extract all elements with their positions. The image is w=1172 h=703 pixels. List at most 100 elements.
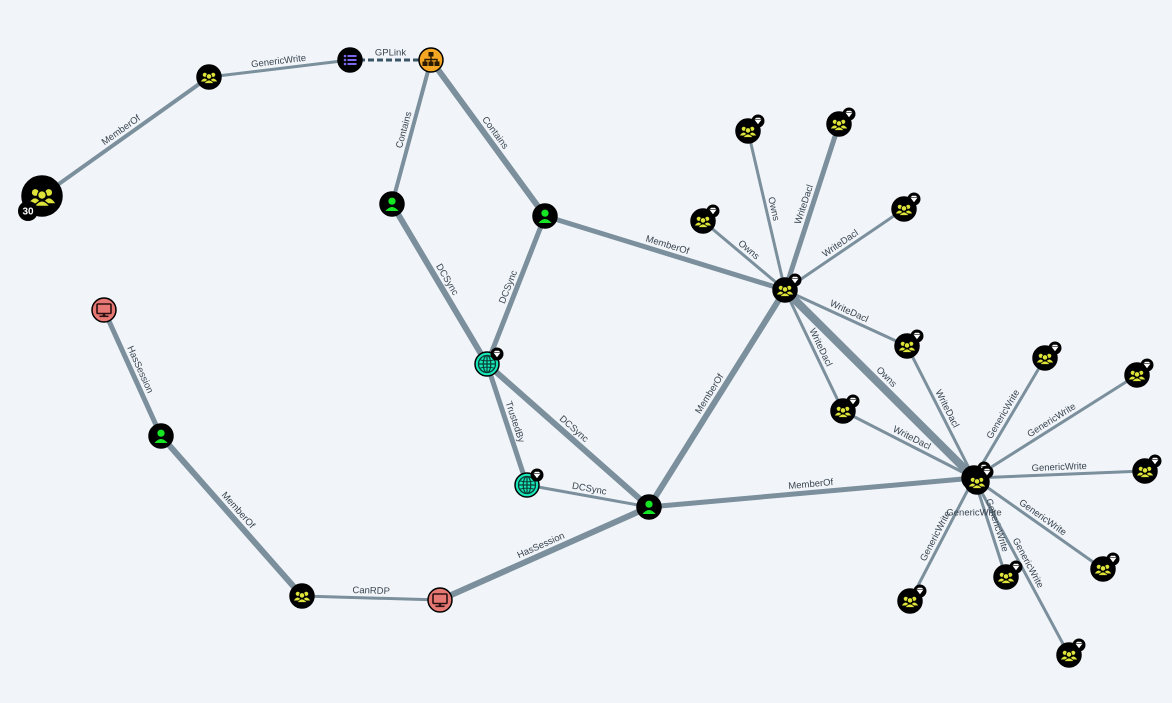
ou-node-ou[interactable]	[418, 47, 444, 73]
group-node-b3[interactable]	[1132, 454, 1162, 484]
group-node-grpCanRDP[interactable]	[289, 583, 315, 609]
edge-memberof-userB-hubA[interactable]	[544, 213, 786, 293]
group-node-b6[interactable]	[993, 560, 1023, 590]
group-icon	[293, 591, 311, 603]
user-icon	[385, 197, 399, 211]
high-value-badge-icon	[530, 468, 544, 482]
edge-genericwrite-hubB-b1[interactable]	[972, 357, 1047, 479]
computer-node-compTop[interactable]	[91, 297, 117, 323]
edge-label-memberof: MemberOf	[788, 477, 834, 492]
edge-memberof-grp30-grpTop[interactable]	[40, 75, 211, 198]
group-icon	[830, 119, 848, 131]
high-value-badge-icon	[1148, 454, 1162, 468]
edge-contains-ou-userA[interactable]	[390, 59, 433, 205]
group-icon	[200, 72, 218, 84]
edge-label-genericwrite: GenericWrite	[1025, 401, 1078, 440]
high-value-badge-icon	[913, 584, 927, 598]
edge-memberof-userD-grpCanRDP[interactable]	[158, 434, 305, 598]
gpo-icon	[343, 54, 357, 66]
high-value-badge-icon	[1009, 560, 1023, 574]
edge-dcsync-dom2-userC[interactable]	[526, 483, 650, 509]
domain-icon	[477, 354, 497, 374]
edge-label-genericwrite: GenericWrite	[985, 388, 1023, 441]
group-icon	[28, 189, 56, 208]
group-node-grp30[interactable]: 30	[18, 175, 63, 221]
group-node-b1[interactable]	[1032, 341, 1062, 371]
edge-hassession-compTop-userD[interactable]	[101, 308, 164, 438]
group-icon	[1094, 564, 1112, 576]
edge-dcsync-dom1-userC[interactable]	[485, 361, 651, 510]
gpo-node-gpo[interactable]	[337, 47, 363, 73]
edge-label-canrdp: CanRDP	[352, 585, 390, 597]
user-node-userA[interactable]	[379, 191, 405, 217]
edge-trustedby-dom1-dom2[interactable]	[484, 363, 530, 486]
edge-writedacl-hubA-aRight[interactable]	[784, 207, 905, 292]
edge-writedacl-mid2-hubB[interactable]	[842, 409, 975, 480]
group-icon	[997, 572, 1015, 584]
edge-hassession-compBot-userC[interactable]	[438, 504, 651, 603]
user-node-userC[interactable]	[636, 494, 662, 520]
edge-dcsync-userA-dom1[interactable]	[389, 202, 490, 366]
computer-node-compBot[interactable]	[427, 587, 453, 613]
edge-label-genericwrite: GenericWrite	[946, 508, 1001, 519]
group-node-aLeft[interactable]	[690, 204, 720, 234]
group-node-b8[interactable]	[964, 465, 994, 495]
high-value-badge-icon	[842, 107, 856, 121]
edge-writedacl-mid1-hubB[interactable]	[905, 345, 976, 479]
edge-label-genericwrite: GenericWrite	[1017, 497, 1069, 538]
domain-node-dom1[interactable]	[474, 347, 504, 377]
edge-owns-hubA-aLeft[interactable]	[702, 219, 786, 292]
group-node-b4[interactable]	[1090, 552, 1120, 582]
edge-writedacl-hubA-mid1[interactable]	[784, 288, 908, 348]
edge-contains-ou-userB[interactable]	[428, 58, 548, 218]
nodes-layer: 30	[18, 47, 1162, 668]
group-node-b7[interactable]	[897, 584, 927, 614]
high-value-badge-icon	[907, 192, 921, 206]
group-icon	[1128, 370, 1146, 382]
group-icon	[895, 204, 913, 216]
edge-label-owns: Owns	[765, 196, 781, 222]
member-count-label: 30	[22, 207, 34, 218]
edge-writedacl-hubA-aTop2[interactable]	[782, 123, 842, 291]
computer-icon	[432, 593, 448, 608]
group-node-b2[interactable]	[1124, 358, 1154, 388]
group-node-mid2[interactable]	[830, 394, 860, 424]
edge-genericwrite-hubB-b3[interactable]	[973, 469, 1146, 480]
group-icon	[739, 126, 757, 138]
user-node-userD[interactable]	[148, 423, 174, 449]
group-icon	[1060, 650, 1078, 662]
edge-owns-hubA-aTop1[interactable]	[746, 130, 787, 291]
high-value-badge-icon	[1106, 552, 1120, 566]
edge-canrdp-grpCanRDP-compBot[interactable]	[301, 594, 441, 602]
user-node-userB[interactable]	[532, 203, 558, 229]
group-node-mid1[interactable]	[894, 329, 924, 359]
ou-icon	[422, 52, 440, 66]
group-icon	[898, 341, 916, 353]
high-value-badge-icon	[1072, 638, 1086, 652]
high-value-badge-icon	[980, 465, 994, 479]
edge-memberof-userC-hubB[interactable]	[648, 475, 975, 510]
edge-genericwrite-hubB-b2[interactable]	[973, 373, 1138, 480]
edge-genericwrite-hubB-b7[interactable]	[908, 477, 976, 602]
member-count-badge: 30	[18, 201, 38, 221]
domain-icon	[517, 475, 537, 495]
high-value-badge-icon	[1048, 341, 1062, 355]
group-node-b5[interactable]	[1056, 638, 1086, 668]
edge-writedacl-hubA-mid2[interactable]	[783, 289, 845, 412]
group-node-aTop2[interactable]	[826, 107, 856, 137]
group-icon	[1136, 466, 1154, 478]
group-icon	[968, 477, 986, 489]
group-node-grpTop[interactable]	[196, 64, 222, 90]
domain-node-dom2[interactable]	[514, 468, 544, 498]
group-node-aRight[interactable]	[891, 192, 921, 222]
edge-genericwrite-hubB-b4[interactable]	[973, 476, 1104, 571]
edge-genericwrite-grpTop-gpo[interactable]	[208, 58, 351, 79]
group-node-hubA[interactable]	[772, 273, 802, 303]
edge-dcsync-userB-dom1[interactable]	[484, 215, 548, 365]
high-value-badge-icon	[846, 394, 860, 408]
user-icon	[154, 429, 168, 443]
edge-memberof-userC-hubA[interactable]	[646, 288, 788, 509]
group-node-aTop1[interactable]	[735, 114, 765, 144]
edge-owns-hubA-hubB[interactable]	[782, 287, 977, 481]
